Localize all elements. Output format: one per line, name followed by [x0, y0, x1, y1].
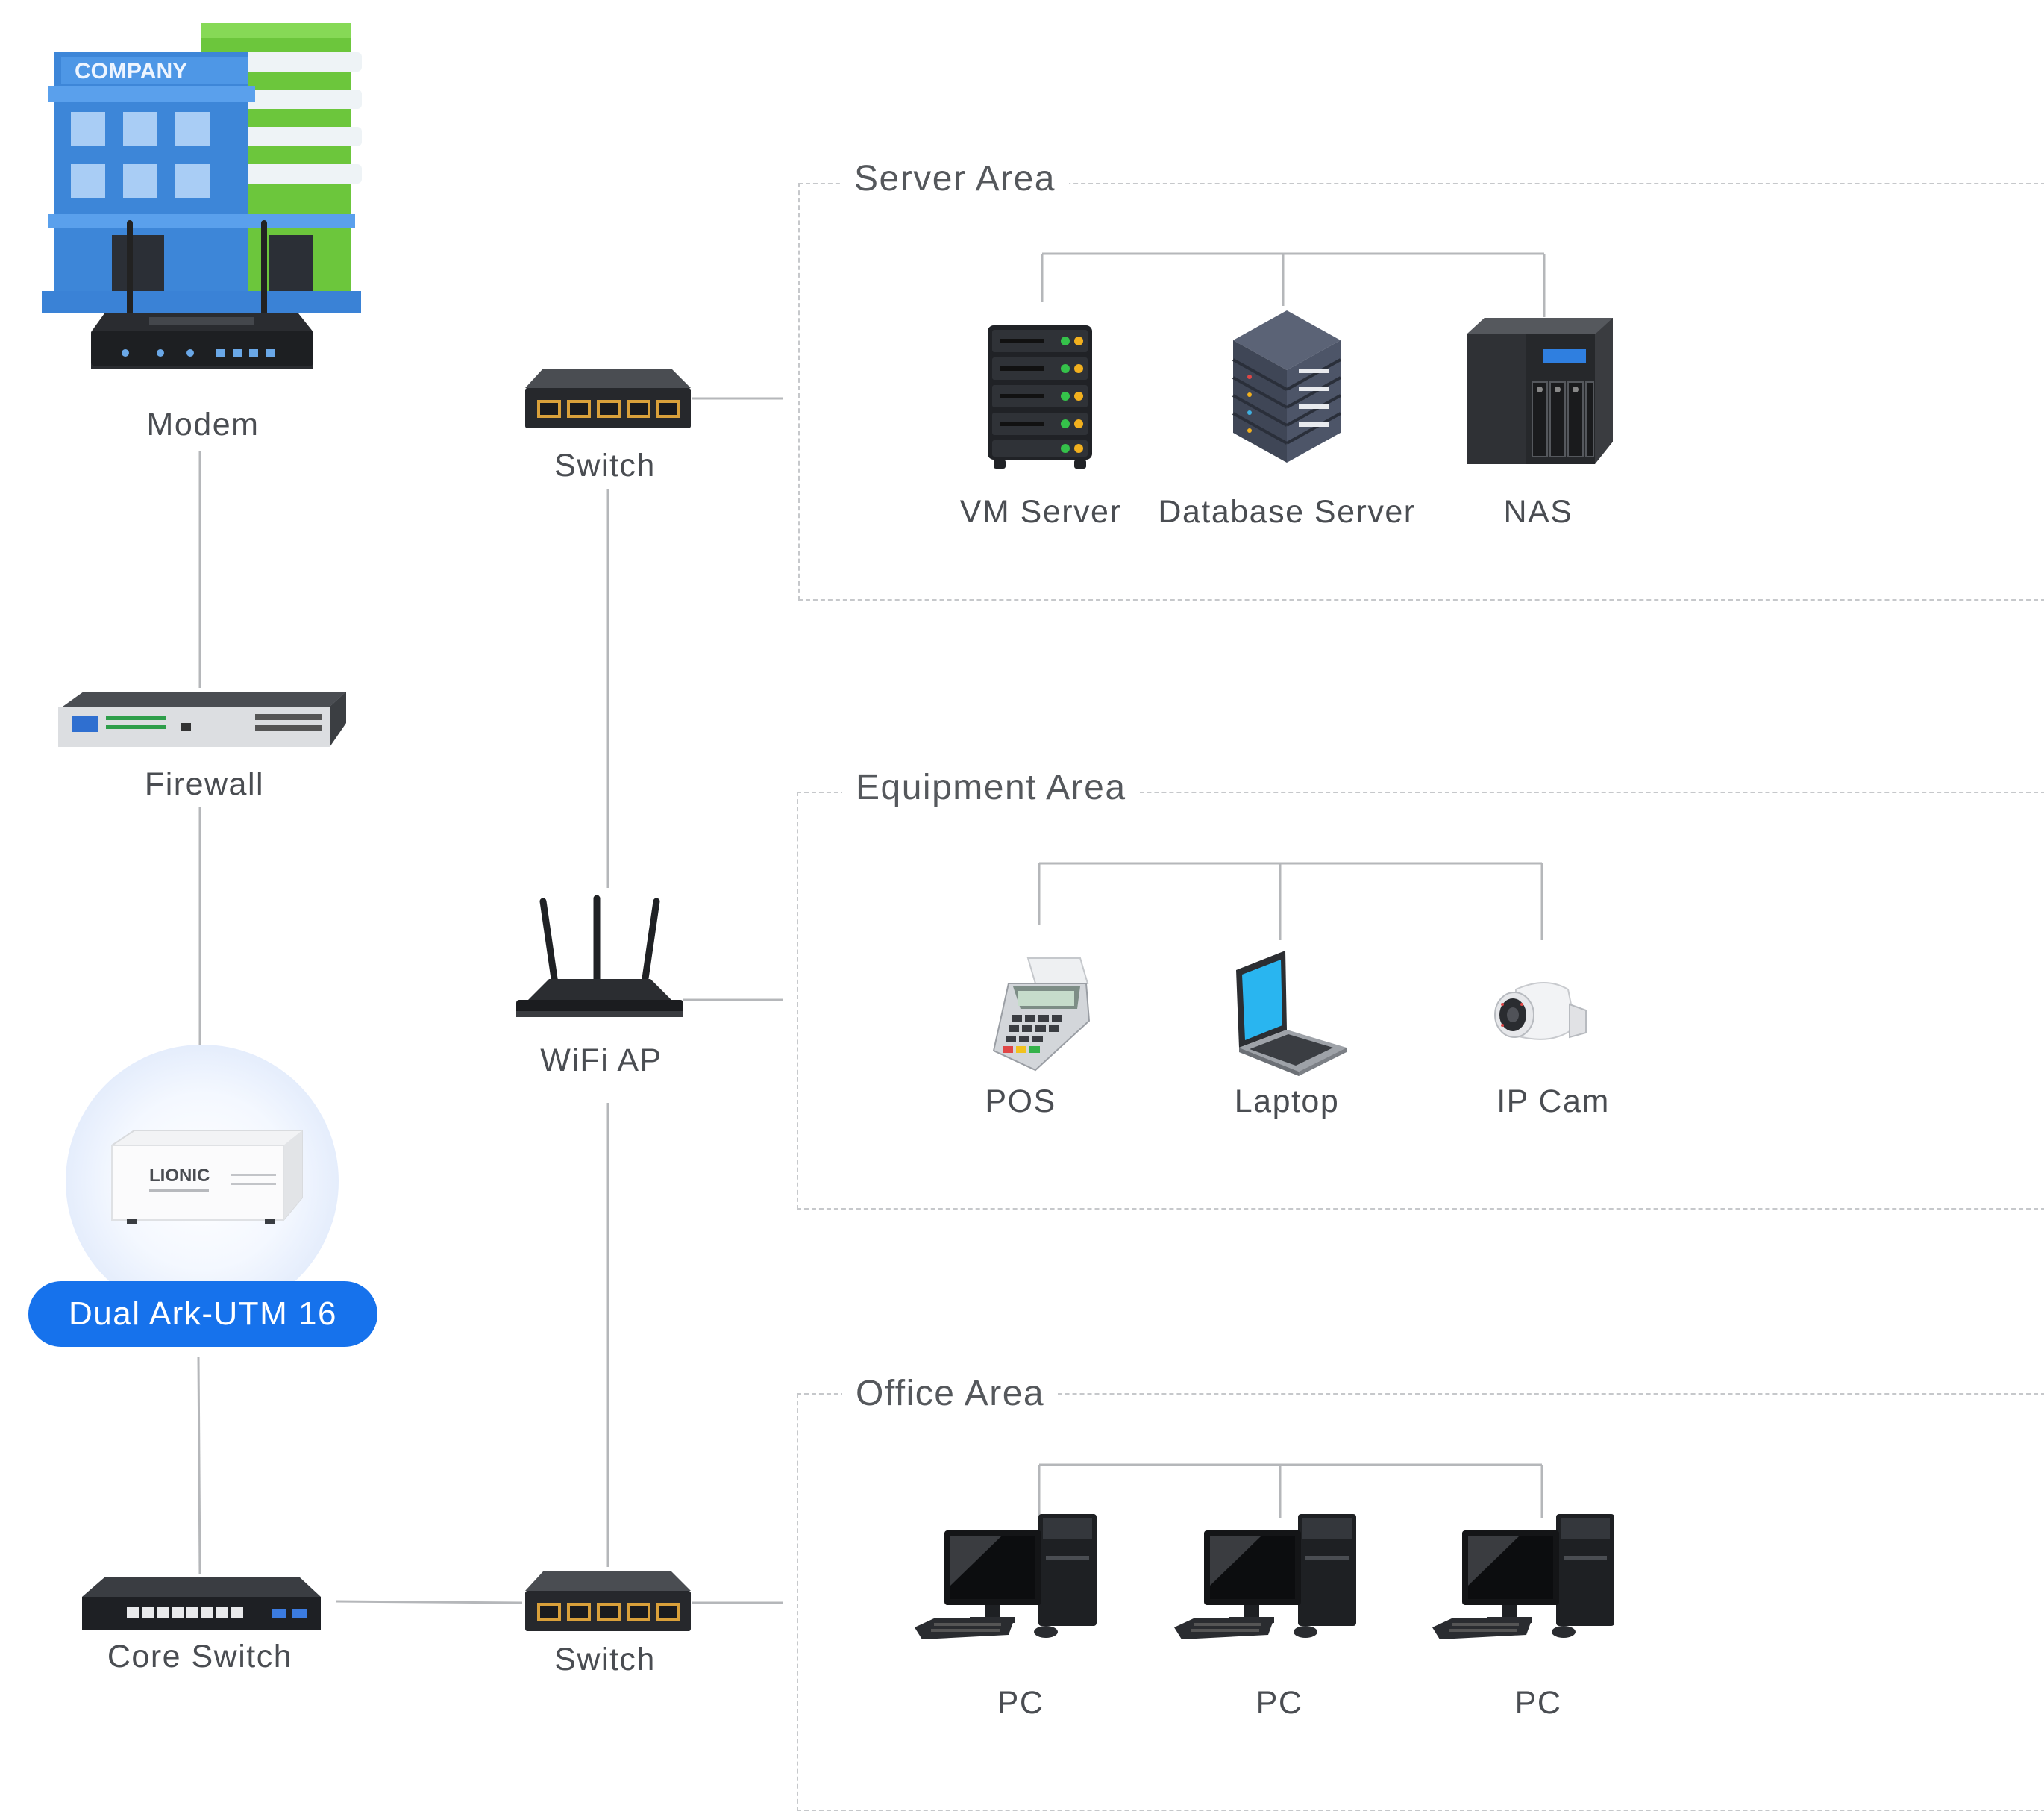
laptop-icon: [1236, 951, 1347, 1076]
vm-server-device: [985, 322, 1095, 472]
switch-bottom-device: [521, 1568, 694, 1634]
pc-device-3: [1429, 1511, 1642, 1645]
firewall-icon: [58, 692, 346, 747]
utm-brand-text: LIONIC: [149, 1166, 210, 1186]
database-server-icon: [1232, 310, 1341, 463]
pc-label-1: PC: [997, 1685, 1044, 1721]
equipment-area-box: [797, 792, 2044, 1210]
utm-badge: Dual Ark-UTM 16: [28, 1281, 377, 1347]
utm-appliance-icon: LIONIC: [111, 1130, 303, 1224]
rack-server-icon: [988, 325, 1092, 469]
wifi-ap-device: [513, 895, 686, 1026]
switch-icon: [525, 1571, 691, 1631]
laptop-label: Laptop: [1234, 1083, 1340, 1119]
database-server-device: [1227, 306, 1347, 472]
switch-bottom-label: Switch: [554, 1642, 656, 1677]
switch-top-label: Switch: [554, 448, 656, 484]
pos-device: [983, 954, 1095, 1073]
nas-device: [1464, 315, 1617, 468]
modem-label: Modem: [146, 407, 260, 442]
core-switch-label: Core Switch: [107, 1639, 293, 1674]
utm-device: LIONIC: [104, 1123, 306, 1227]
wifi-ap-icon: [516, 895, 683, 1017]
pc-device-2: [1171, 1511, 1384, 1645]
switch-icon: [525, 369, 691, 428]
ip-camera-device: [1486, 975, 1590, 1055]
server-area-title: Server Area: [841, 158, 1069, 199]
pc-label-2: PC: [1255, 1685, 1303, 1721]
firewall-label: Firewall: [144, 766, 265, 802]
core-switch-device: [79, 1574, 322, 1631]
pc-label-3: PC: [1514, 1685, 1562, 1721]
ip-camera-icon: [1494, 982, 1587, 1040]
pc-device-1: [912, 1511, 1124, 1645]
desktop-pc-icon: [1432, 1514, 1614, 1639]
switch-top-device: [521, 366, 694, 431]
equipment-area-title: Equipment Area: [842, 767, 1140, 808]
pos-terminal-icon: [992, 957, 1091, 1072]
ip-cam-label: IP Cam: [1496, 1083, 1610, 1119]
vm-server-label: VM Server: [959, 494, 1122, 530]
wifi-ap-label: WiFi AP: [540, 1042, 662, 1078]
desktop-pc-icon: [915, 1514, 1097, 1639]
database-server-label: Database Server: [1158, 494, 1416, 530]
firewall-device: [54, 690, 349, 750]
building-sign: COMPANY: [75, 59, 187, 84]
core-switch-icon: [82, 1577, 321, 1630]
nas-label: NAS: [1503, 494, 1573, 530]
laptop-device: [1227, 948, 1350, 1078]
desktop-pc-icon: [1174, 1514, 1356, 1639]
server-area-box: [798, 183, 2044, 601]
modem-device: COMPANY: [37, 19, 366, 384]
building-icon: COMPANY: [42, 23, 362, 369]
nas-icon: [1467, 318, 1613, 464]
office-area-title: Office Area: [842, 1373, 1059, 1414]
pos-label: POS: [985, 1083, 1056, 1119]
